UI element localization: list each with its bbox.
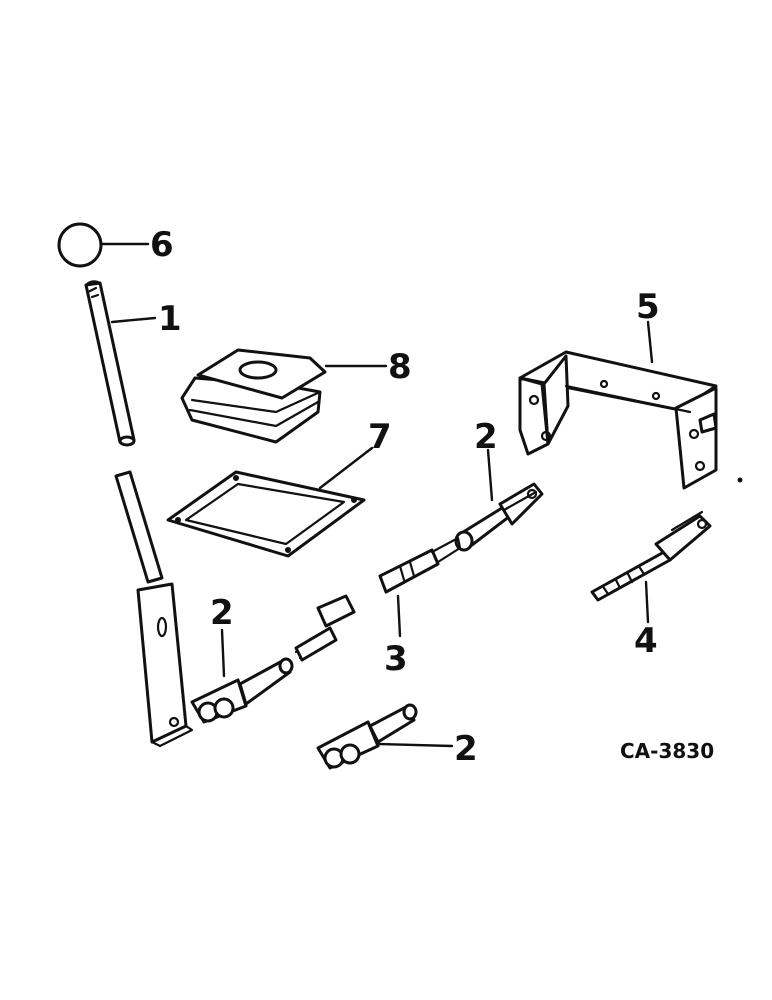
callout-bracket: 5	[636, 287, 660, 327]
leader-line	[376, 742, 454, 748]
callout-knob: 6	[150, 225, 174, 265]
leader-line	[644, 580, 650, 624]
callout-clevis-left: 2	[210, 593, 234, 633]
shift-lever-part	[84, 280, 194, 748]
callout-plate: 7	[368, 417, 392, 457]
lever-slot	[156, 616, 168, 638]
knob-part	[57, 222, 103, 268]
leader-line	[646, 320, 654, 364]
leader-line	[318, 446, 374, 490]
callout-rod: 3	[384, 639, 408, 679]
callout-clevis-bottom: 2	[454, 729, 478, 769]
leader-line	[110, 316, 157, 324]
clevis-top-part	[454, 482, 544, 552]
callout-clevis-rod: 4	[634, 621, 658, 661]
clevis-rod-part	[590, 510, 712, 602]
callout-lever: 1	[158, 299, 182, 339]
boot-hole	[238, 360, 278, 380]
leader-line	[486, 448, 494, 502]
figure-code: CA-3830	[620, 739, 714, 763]
leader-line	[220, 628, 226, 678]
clevis-bottom-part	[316, 703, 418, 770]
rod-part	[294, 536, 462, 662]
clevis-left-part	[190, 657, 294, 724]
callout-clevis-top: 2	[474, 417, 498, 457]
bracket-part	[518, 350, 743, 490]
plate-part	[166, 470, 366, 558]
callout-boot: 8	[388, 347, 412, 387]
leader-line	[396, 594, 402, 638]
boot-part	[180, 348, 327, 444]
